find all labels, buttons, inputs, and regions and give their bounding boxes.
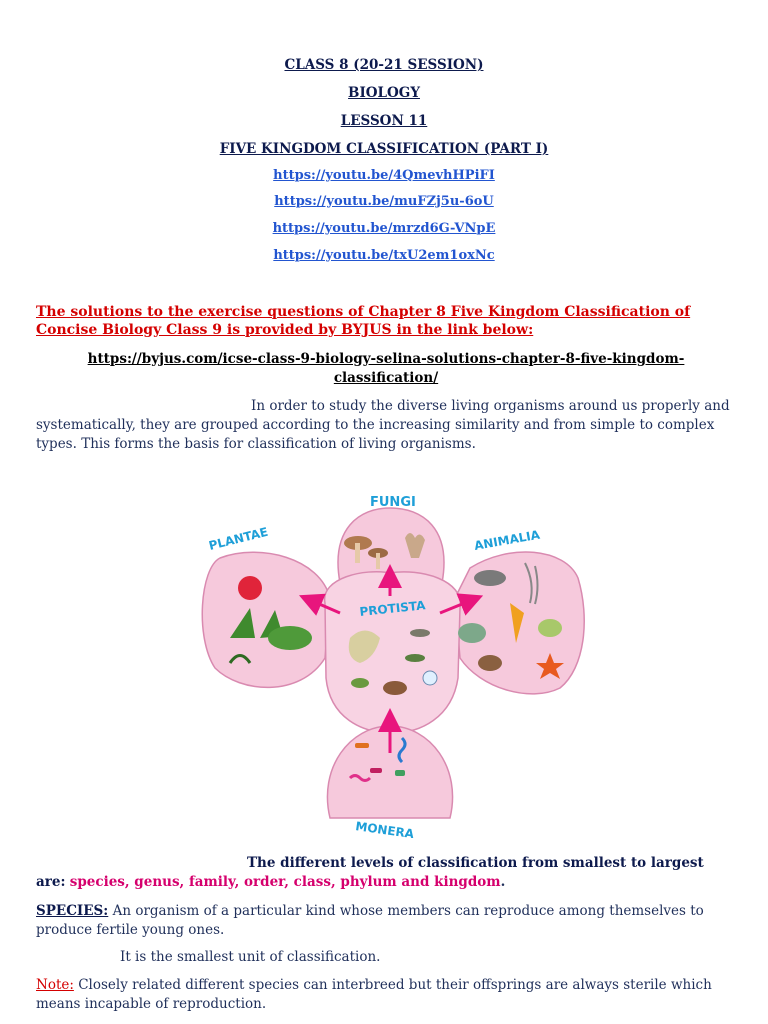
video-link-1[interactable]: https://youtu.be/4QmevhHPiFI [273,168,495,183]
note-label: Note: [36,977,74,993]
plantae-organisms [228,576,312,664]
byjus-solutions-link[interactable]: https://byjus.com/icse-class-9-biology-s… [87,351,685,386]
topic-heading: FIVE KINGDOM CLASSIFICATION (PART I) [219,141,549,157]
monera-label: MONERA [355,819,416,838]
arrow-to-animalia [439,593,484,616]
subject-heading: BIOLOGY [348,85,420,101]
species-definition: An organism of a particular kind whose m… [36,903,704,938]
levels-paragraph: The different levels of classification f… [36,854,736,892]
species-heading: SPECIES: [36,903,109,919]
arrow-to-plantae [298,593,341,616]
species-paragraph: SPECIES: An organism of a particular kin… [36,902,736,940]
fungi-organisms [344,533,425,569]
intro-paragraph: In order to study the diverse living org… [36,398,730,452]
class-session-heading: CLASS 8 (20-21 SESSION) [284,57,484,73]
levels-are-label: are: [36,874,66,890]
protista-lobe [324,571,461,734]
protista-label: PROTISTA [359,598,427,619]
animalia-organisms [458,562,564,679]
fungi-label: FUNGI [370,495,416,510]
video-link-2[interactable]: https://youtu.be/muFZj5u-6oU [274,194,494,209]
levels-period: . [500,874,506,890]
plantae-label: PLANTAE [207,525,269,553]
protista-organisms [348,629,438,695]
lesson-heading: LESSON 11 [340,113,428,129]
video-link-3[interactable]: https://youtu.be/mrzd6G-VNpE [272,221,496,236]
note-paragraph: Note: Closely related different species … [36,976,736,1014]
five-kingdom-diagram: FUNGI PLANTAE ANIMALIA PROTISTA MONERA [201,495,585,838]
animalia-label: ANIMALIA [473,528,542,553]
levels-list: species, genus, family, order, class, ph… [69,874,501,890]
monera-organisms [348,736,407,782]
solutions-note: The solutions to the exercise questions … [36,304,691,338]
levels-intro: The different levels of classification f… [247,855,704,871]
note-text: Closely related different species can in… [36,977,712,1012]
video-link-4[interactable]: https://youtu.be/txU2em1oxNc [273,248,495,263]
plantae-lobe [201,551,331,689]
species-smallest-unit: It is the smallest unit of classificatio… [120,949,381,965]
fungi-lobe [337,507,445,584]
